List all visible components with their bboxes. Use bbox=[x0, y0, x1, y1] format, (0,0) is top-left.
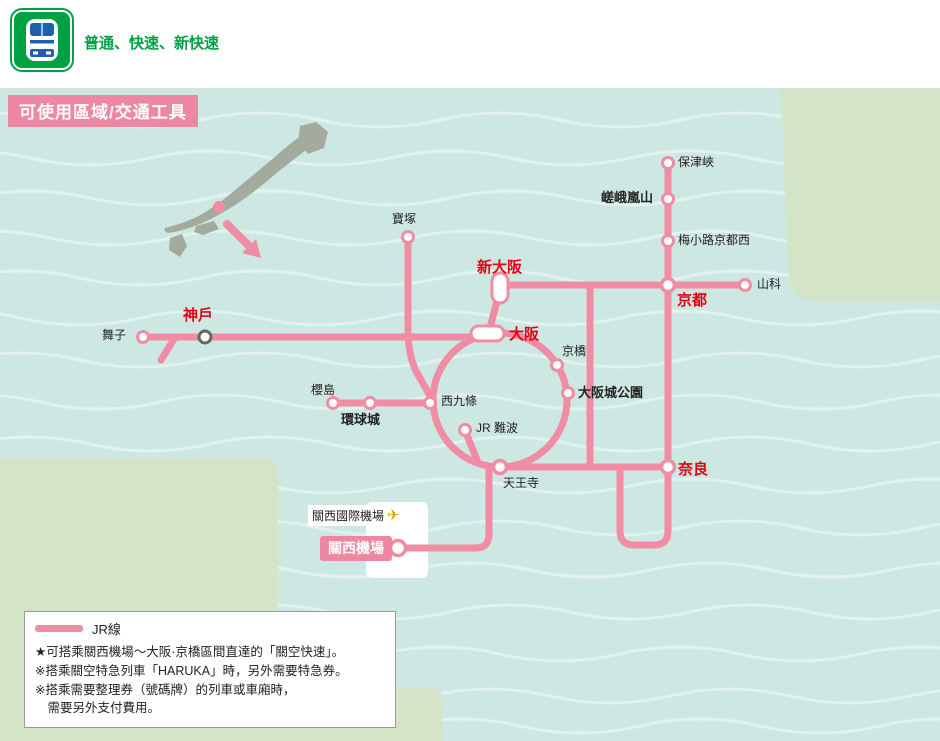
jr-train-logo-icon bbox=[10, 8, 74, 72]
land-area-northeast bbox=[778, 88, 940, 302]
station-marker-tennoji bbox=[491, 458, 509, 476]
kansai-region-marker bbox=[213, 201, 225, 213]
jr-hanwa-airport-line bbox=[394, 463, 493, 552]
legend-note-4: 需要另外支付費用。 bbox=[35, 701, 161, 716]
service-types-label: 普通、快速、新快速 bbox=[84, 35, 220, 52]
station-marker-sakurajima bbox=[326, 396, 340, 410]
station-marker-hozukyo bbox=[661, 156, 675, 170]
station-marker-saga-arashiyama bbox=[661, 192, 675, 206]
station-marker-osakajo-koen bbox=[561, 386, 575, 400]
jr-takarazuka-line bbox=[404, 233, 433, 398]
station-marker-yamashina bbox=[738, 278, 752, 292]
station-marker-takarazuka bbox=[401, 230, 415, 244]
station-marker-kyoto bbox=[659, 276, 677, 294]
jr-namba-spur bbox=[462, 429, 481, 464]
legend-note-2: ※搭乘關空特急列車「HARUKA」時，另外需要特急券。 bbox=[35, 663, 348, 678]
zoom-arrow-icon bbox=[223, 220, 261, 258]
station-marker-shin-osaka bbox=[490, 271, 510, 305]
legend-note-1: ★可搭乘關西機場～大阪·京橋區間直達的「關空快速」。 bbox=[35, 645, 345, 659]
legend-box: JR線 ★可搭乘關西機場～大阪·京橋區間直達的「關空快速」。 ※搭乘關空特急列車… bbox=[24, 611, 396, 728]
station-marker-umekoji-kyotonishi bbox=[661, 234, 675, 248]
station-marker-kansai-airport bbox=[388, 538, 408, 558]
jr-nara-south-loop bbox=[616, 463, 672, 549]
jr-line-label: JR線 bbox=[92, 622, 121, 637]
station-marker-nishikujo bbox=[423, 396, 437, 410]
legend-jr-line-row: JR線 bbox=[35, 619, 385, 638]
station-marker-osaka bbox=[469, 324, 506, 343]
station-marker-kyobashi bbox=[550, 358, 564, 372]
station-marker-nara bbox=[659, 458, 677, 476]
header-bar: 普通、快速、新快速 bbox=[0, 0, 940, 88]
station-marker-maiko bbox=[136, 330, 150, 344]
jr-line-color-swatch bbox=[35, 625, 83, 632]
station-marker-kobe bbox=[197, 329, 213, 345]
legend-note-3: ※搭乘需要整理券（號碼牌）的列車或車廂時， bbox=[35, 682, 296, 697]
station-marker-jr-namba bbox=[458, 423, 472, 437]
japan-inset-map bbox=[164, 122, 328, 258]
station-marker-universal-city bbox=[363, 396, 377, 410]
jr-kobe-line-stub bbox=[157, 335, 178, 364]
